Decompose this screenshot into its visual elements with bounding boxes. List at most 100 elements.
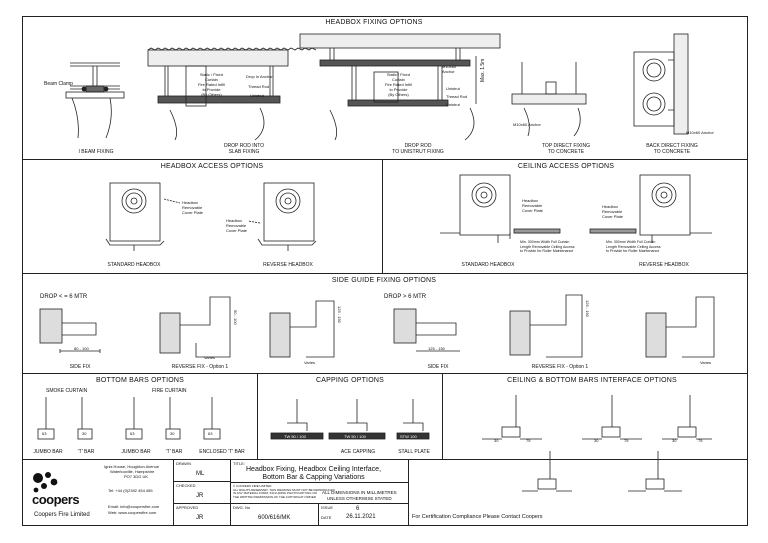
- caption-side-fix-2: SIDE FIX: [427, 364, 449, 370]
- date-label: DATE: [321, 515, 332, 520]
- callout-standard-cover: Headbox Removable Cover Plate: [182, 200, 203, 215]
- dim-reverse-fix-1: Varies: [204, 355, 216, 360]
- label-capping-2: TW 50 / 100: [344, 434, 366, 439]
- caption-reverse-headbox: REVERSE HEADBOX: [263, 262, 313, 268]
- dimensions-note: ALL DIMENSIONS IN MILLIMETRES UNLESS OTH…: [322, 490, 397, 501]
- divider-line: [22, 373, 748, 374]
- headbox-access-drawings: [105, 182, 317, 251]
- width-t-fire: 30: [170, 431, 175, 436]
- dim-reverse-fix-4: Varies: [700, 360, 712, 365]
- dwg-label: DWG. No: [233, 505, 251, 510]
- dwg-number: 600/616/MK: [258, 515, 291, 521]
- dim-interface-1a: 30: [494, 438, 499, 443]
- width-jumbo-fire: 63: [130, 431, 135, 436]
- drawing-title: Headbox Fixing, Headbox Ceiling Interfac…: [246, 466, 382, 481]
- dim-interface-3b: 75: [698, 438, 703, 443]
- section-title-bottom-bars: BOTTOM BARS OPTIONS: [95, 377, 185, 384]
- section-title-ceiling-access: CEILING ACCESS OPTIONS: [517, 163, 615, 170]
- dim-interface-1b: 75: [526, 438, 531, 443]
- dim-side-fix-2: Varies: [304, 360, 316, 365]
- dim-interface-2b: 75: [624, 438, 629, 443]
- callout-m10-anchor-back: M10x60 Anchor: [686, 130, 714, 135]
- callout-ceiling-reverse-cover: Headbox Removable Cover Plate: [602, 204, 623, 219]
- label-capping-1: TW 50 / 100: [284, 434, 306, 439]
- dim-interface-3a: 30: [672, 438, 677, 443]
- divider-line: [22, 159, 748, 160]
- issue-number: 6: [356, 506, 360, 512]
- address-line-3: PO7 3DG UK: [124, 474, 149, 479]
- callout-unistrut-3: Unistrut: [446, 102, 460, 107]
- label-smoke-curtain: SMOKE CURTAIN: [46, 388, 88, 394]
- headbox-fixing-drawings: [65, 33, 689, 141]
- company-email: Email: info@coopersfire.com: [108, 504, 160, 509]
- dim-reverse-fix-3-height: 125 - 150: [585, 300, 590, 317]
- width-jumbo-smoke: 63: [42, 431, 47, 436]
- divider-line: [257, 373, 258, 459]
- callout-drop-in-anchor: Drop In Anchor: [246, 74, 273, 79]
- caption-reverse-fix-2: REVERSE FIX - Option 1: [531, 364, 589, 370]
- label-fire-curtain: FIRE CURTAIN: [152, 388, 187, 394]
- approved-label: APPROVED: [176, 505, 199, 510]
- issue-label: ISSUE: [321, 505, 334, 510]
- divider-line: [382, 159, 383, 273]
- checked-label: CHECKED: [176, 483, 196, 488]
- section-title-headbox-access: HEADBOX ACCESS OPTIONS: [160, 163, 264, 170]
- dim-side-fix-1: 80 - 100: [74, 346, 89, 351]
- divider-line: [230, 459, 231, 526]
- width-enclosed-t: 63: [208, 431, 213, 436]
- section-title-side-guide: SIDE GUIDE FIXING OPTIONS: [331, 277, 437, 284]
- caption-t-fire: 'T' BAR: [165, 449, 183, 455]
- address-line-1: Ignis House, Houghton Avenue: [104, 464, 160, 469]
- ceiling-access-drawings: [440, 174, 712, 243]
- date-value: 26.11.2021: [346, 514, 376, 520]
- callout-unistrut: Unistrut: [250, 93, 264, 98]
- drawn-value: ML: [196, 471, 205, 477]
- callout-ceiling-standard-cover: Headbox Removable Cover Plate: [522, 198, 543, 213]
- approved-value: JR: [196, 515, 204, 521]
- label-stall-plate: STW 100: [400, 434, 417, 439]
- width-t-smoke: 30: [82, 431, 87, 436]
- bottom-bars-drawings: [37, 397, 221, 440]
- caption-side-fix-1: SIDE FIX: [69, 364, 91, 370]
- caption-top-direct: TOP DIRECT FIXING TO CONCRETE: [541, 143, 591, 155]
- caption-drop-rod-unistrut: DROP ROD TO UNISTRUT FIXING: [392, 143, 444, 155]
- divider-line: [173, 481, 230, 482]
- caption-reverse-fix-1: REVERSE FIX - Option 1: [171, 364, 229, 370]
- callout-thread-rod-2: Thread Rod: [446, 94, 468, 99]
- divider-line: [22, 273, 748, 274]
- address-line-2: Waterlooville, Hampshire: [110, 469, 155, 474]
- callout-beam-clamp: Beam Clamp: [44, 81, 73, 87]
- divider-line: [442, 373, 443, 459]
- caption-jumbo-smoke: JUMBO BAR: [33, 449, 63, 455]
- caption-back-direct: BACK DIRECT FIXING TO CONCRETE: [646, 143, 698, 155]
- caption-ace-capping: ACE CAPPING: [340, 449, 376, 455]
- drawn-label: DRAWN: [176, 461, 191, 466]
- divider-line: [173, 503, 408, 504]
- coopers-logo: [33, 472, 58, 493]
- side-guide-drawings: [39, 294, 715, 358]
- divider-line: [230, 482, 408, 483]
- callout-max-length: Max. 1.5m: [480, 58, 486, 82]
- caption-i-beam: I BEAM FIXING: [78, 149, 114, 155]
- caption-stall-plate: STALL PLATE: [398, 449, 430, 455]
- drawing-sheet: [22, 16, 748, 526]
- callout-m10-anchor: M10x60 Anchor: [442, 64, 457, 74]
- certification-footer: For Certification Compliance Please Cont…: [412, 514, 543, 520]
- interface-drawings: [482, 395, 712, 492]
- callout-m10-anchor-top: M10x60 Anchor: [513, 122, 541, 127]
- dim-interface-2a: 30: [594, 438, 599, 443]
- callout-reverse-cover: Headbox Removable Cover Plate: [226, 218, 247, 233]
- divider-line: [318, 503, 319, 526]
- section-title-headbox-fixing: HEADBOX FIXING OPTIONS: [325, 19, 423, 26]
- callout-thread-rod: Thread Rod: [248, 84, 270, 89]
- callout-unistrut-2: Unistrut: [446, 86, 460, 91]
- note-ceiling-reverse: Min. 300mm Width Full Curtain Length Rem…: [606, 240, 661, 253]
- section-title-interface: CEILING & BOTTOM BARS INTERFACE OPTIONS: [507, 377, 677, 384]
- callout-static-panel: Static / Fixed Curtain Fire Rated Infill…: [198, 72, 225, 97]
- title-label: TITLE:: [233, 461, 246, 466]
- divider-line: [22, 459, 748, 460]
- caption-standard-headbox: STANDARD HEADBOX: [107, 262, 161, 268]
- label-drop-gt-6: DROP > 6 MTR: [384, 294, 427, 300]
- caption-enclosed-t: ENCLOSED 'T' BAR: [199, 449, 245, 455]
- section-title-capping: CAPPING OPTIONS: [316, 377, 384, 384]
